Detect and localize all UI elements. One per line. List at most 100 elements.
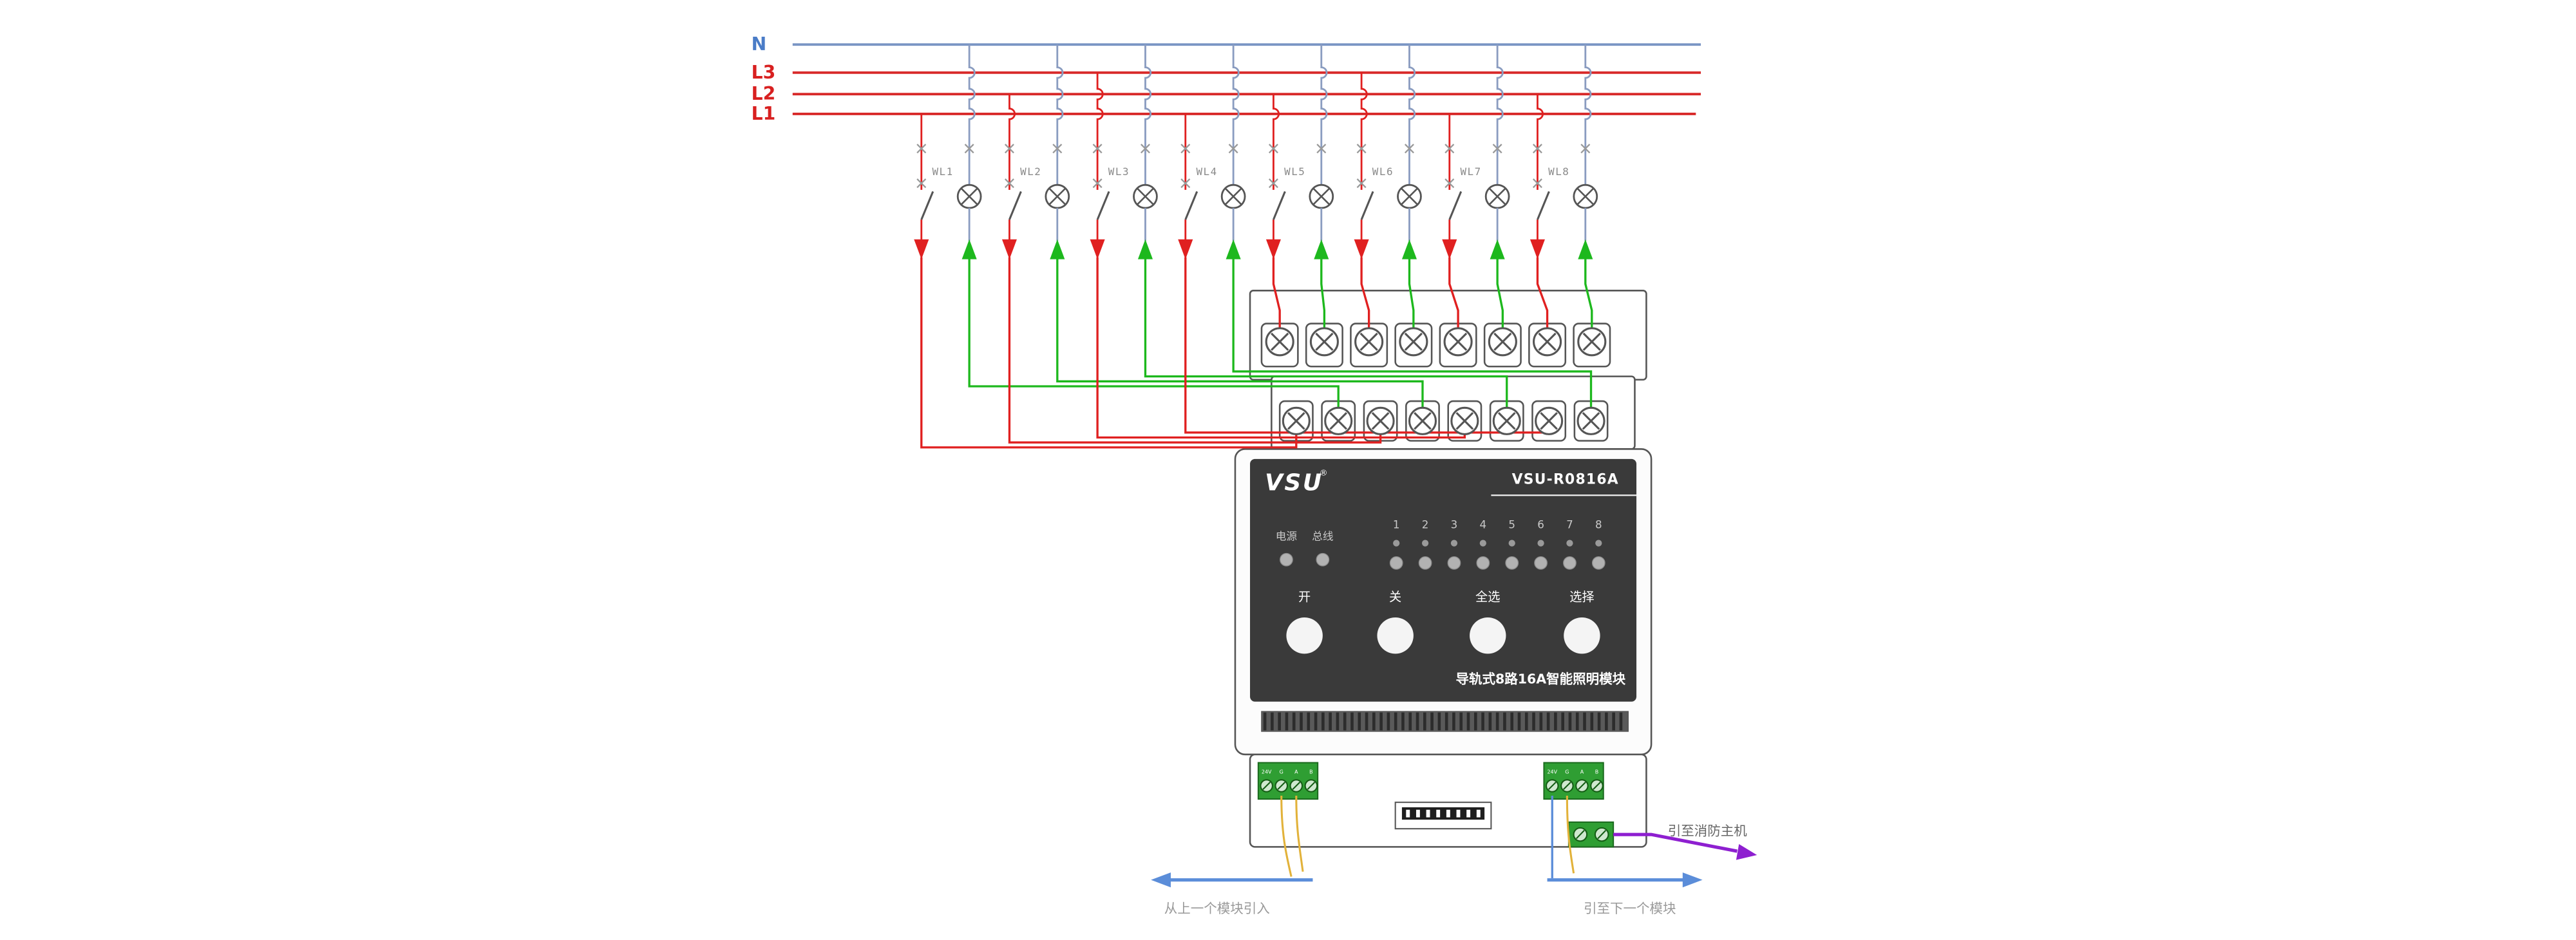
screw-slot xyxy=(1287,412,1305,430)
contact-mark-icon xyxy=(1356,144,1367,154)
bus-out-wire-2 xyxy=(1566,795,1575,874)
screw-slot xyxy=(1582,332,1601,351)
feed-arrow-icon xyxy=(1001,239,1017,259)
screw-slot xyxy=(1455,412,1474,430)
channel-led xyxy=(1591,556,1605,570)
contact-mark-icon xyxy=(1092,144,1103,154)
circuit-WL7: WL7 xyxy=(1442,44,1510,259)
dip-tick xyxy=(1476,809,1481,818)
button-select-label: 选择 xyxy=(1569,589,1594,604)
feed-arrow-icon xyxy=(1265,239,1281,259)
contact-mark-icon xyxy=(916,144,927,154)
screw-slot xyxy=(1329,412,1348,430)
bus-label-l2: L2 xyxy=(752,83,776,104)
feed-arrow-icon xyxy=(1090,239,1105,259)
breaker-icon xyxy=(1360,191,1374,220)
neutral-drop-wire xyxy=(1408,44,1416,185)
to-next-arrow-icon xyxy=(1682,872,1703,888)
circuit-WL6: WL6 xyxy=(1354,44,1422,259)
circuit-label: WL4 xyxy=(1196,165,1217,178)
screw-slot xyxy=(1315,332,1334,351)
breaker-icon xyxy=(1096,191,1110,220)
lamp-arrow-icon xyxy=(1137,239,1153,259)
breaker-icon xyxy=(920,191,934,220)
breaker-icon xyxy=(1184,191,1198,220)
contact-mark-icon xyxy=(1532,178,1542,189)
button-off-label: 关 xyxy=(1389,589,1401,604)
channel-mini-led xyxy=(1566,540,1573,547)
brand-reg-mark: ® xyxy=(1320,468,1328,478)
power-led xyxy=(1280,552,1293,567)
screw-slot xyxy=(1414,412,1432,430)
breaker-icon xyxy=(1448,191,1463,220)
neutral-drop-wire xyxy=(1144,44,1151,185)
screw-slot xyxy=(1271,332,1289,351)
channel-number: 4 xyxy=(1480,519,1487,531)
output-wire xyxy=(1144,257,1508,421)
channel-led xyxy=(1563,556,1577,570)
feed-arrow-icon xyxy=(1178,239,1193,259)
circuit-WL2: WL2 xyxy=(1001,44,1070,259)
input-wire xyxy=(1448,257,1459,342)
channel-number: 7 xyxy=(1566,519,1573,531)
feed-arrow-icon xyxy=(1530,239,1545,259)
circuit-label: WL3 xyxy=(1108,165,1130,178)
contact-mark-icon xyxy=(1580,144,1591,154)
contact-mark-icon xyxy=(1140,144,1150,154)
screw-slot xyxy=(1448,332,1468,351)
circuit-label: WL5 xyxy=(1284,165,1305,178)
contact-mark-icon xyxy=(1532,144,1542,154)
circuit-WL8: WL8 xyxy=(1530,44,1598,259)
button-on-circle xyxy=(1286,617,1323,654)
channel-mini-led xyxy=(1537,540,1544,547)
circuit-label: WL1 xyxy=(932,165,953,178)
dip-tick xyxy=(1426,809,1430,818)
channel-number: 5 xyxy=(1508,519,1515,531)
lamp-arrow-icon xyxy=(1226,239,1241,259)
brand-logo: VSU xyxy=(1265,470,1323,496)
contact-mark-icon xyxy=(1444,178,1455,189)
lamp-icon xyxy=(1488,187,1506,205)
bus-label-n: N xyxy=(752,33,767,55)
input-wire xyxy=(1272,257,1281,342)
from-previous-arrow-icon xyxy=(1151,872,1171,888)
dip-switch-body xyxy=(1401,807,1485,820)
output-wire xyxy=(1320,257,1326,342)
contact-mark-icon xyxy=(964,144,974,154)
contact-mark-icon xyxy=(1052,144,1063,154)
circuit-label: WL2 xyxy=(1020,165,1041,178)
lamp-icon xyxy=(1312,187,1331,205)
bus-pin-slot xyxy=(1307,782,1316,790)
phase-drop-wire xyxy=(1273,94,1280,190)
channel-number: 8 xyxy=(1595,519,1602,531)
neutral-drop-wire xyxy=(968,44,976,185)
output-wire xyxy=(1232,257,1593,421)
contact-mark-icon xyxy=(1404,144,1414,154)
channel-number: 3 xyxy=(1451,519,1458,531)
channel-number: 2 xyxy=(1422,519,1429,531)
contact-mark-icon xyxy=(1180,178,1191,189)
channel-led xyxy=(1389,556,1403,570)
screw-slot xyxy=(1582,412,1600,430)
button-on: 开 xyxy=(1286,589,1323,654)
from-previous-label: 从上一个模块引入 xyxy=(1164,901,1270,916)
contact-mark-icon xyxy=(1092,178,1103,189)
dip-tick xyxy=(1446,809,1450,818)
output-wire xyxy=(1584,257,1593,342)
button-select-all-circle xyxy=(1470,617,1506,654)
bus-pin-slot xyxy=(1277,782,1286,790)
pin-label: B xyxy=(1595,769,1598,775)
circuit-WL5: WL5 xyxy=(1265,44,1334,259)
to-fire-label: 引至消防主机 xyxy=(1668,823,1748,838)
panel-background xyxy=(1250,458,1637,702)
feed-arrow-icon xyxy=(914,239,929,259)
contact-mark-icon xyxy=(1004,144,1014,154)
fire-pin-slot xyxy=(1597,830,1607,840)
output-wire xyxy=(1408,257,1415,342)
